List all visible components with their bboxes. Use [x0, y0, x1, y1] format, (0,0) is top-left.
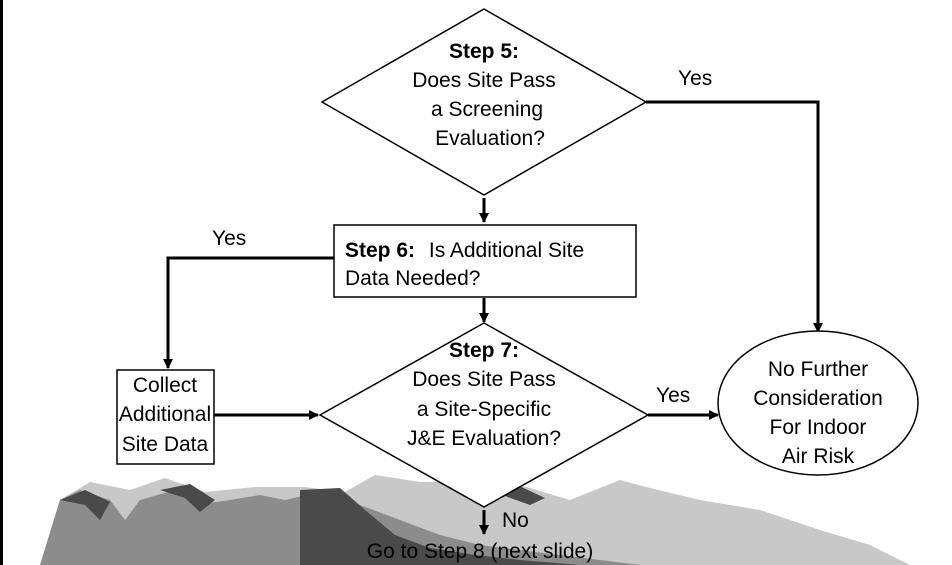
- step5-title: Step 5:: [449, 40, 519, 63]
- step6-process-box: [333, 224, 637, 298]
- collect-line-3: Site Data: [122, 433, 209, 456]
- step7-line-3: J&E Evaluation?: [407, 427, 561, 450]
- collect-text: Collect Additional Site Data: [119, 374, 211, 456]
- step7-yes-label: Yes: [656, 384, 690, 407]
- mountain-background: [40, 475, 910, 565]
- step7-line-1: Does Site Pass: [412, 368, 556, 391]
- step7-title: Step 7:: [449, 339, 519, 362]
- terminal-ellipse: [717, 330, 919, 476]
- step5-text: Step 5: Does Site Pass a Screening Evalu…: [412, 40, 556, 150]
- step7-decision-diamond: [318, 322, 650, 508]
- terminal-line-4: Air Risk: [782, 445, 855, 468]
- collect-data-box: [116, 369, 215, 465]
- step6-yes-label: Yes: [212, 227, 246, 250]
- terminal-line-3: For Indoor: [770, 416, 867, 439]
- terminal-text: No Further Consideration For Indoor Air …: [753, 358, 883, 468]
- connectors: [163, 100, 823, 535]
- step5-yes-label: Yes: [678, 67, 712, 90]
- mountain-dark-peak-mid: [160, 484, 215, 512]
- step6-title: Step 6:: [345, 239, 415, 262]
- step5-line-2: a Screening: [431, 98, 543, 121]
- step5-line-1: Does Site Pass: [412, 69, 556, 92]
- step5-decision-diamond: [320, 8, 648, 196]
- connector-step5-yes: [646, 100, 823, 333]
- connector-step6-yes: [163, 256, 334, 369]
- step5-line-3: Evaluation?: [435, 127, 545, 150]
- step6-question: Is Additional Site: [429, 239, 584, 262]
- terminal-line-2: Consideration: [753, 387, 883, 410]
- step7-no-label: No: [502, 509, 529, 532]
- step7-line-2: a Site-Specific: [417, 398, 551, 421]
- mountain-dark-ridge: [300, 488, 580, 565]
- collect-line-2: Additional: [119, 403, 211, 426]
- next-step-label: Go to Step 8 (next slide): [367, 540, 593, 563]
- step6-line-1: Step 6: Is Additional Site: [345, 239, 584, 262]
- step7-text: Step 7: Does Site Pass a Site-Specific J…: [407, 339, 561, 450]
- terminal-line-1: No Further: [768, 358, 868, 381]
- mountain-dark-peak-left: [60, 490, 110, 520]
- step6-line-2: Data Needed?: [345, 267, 480, 290]
- collect-line-1: Collect: [133, 374, 197, 397]
